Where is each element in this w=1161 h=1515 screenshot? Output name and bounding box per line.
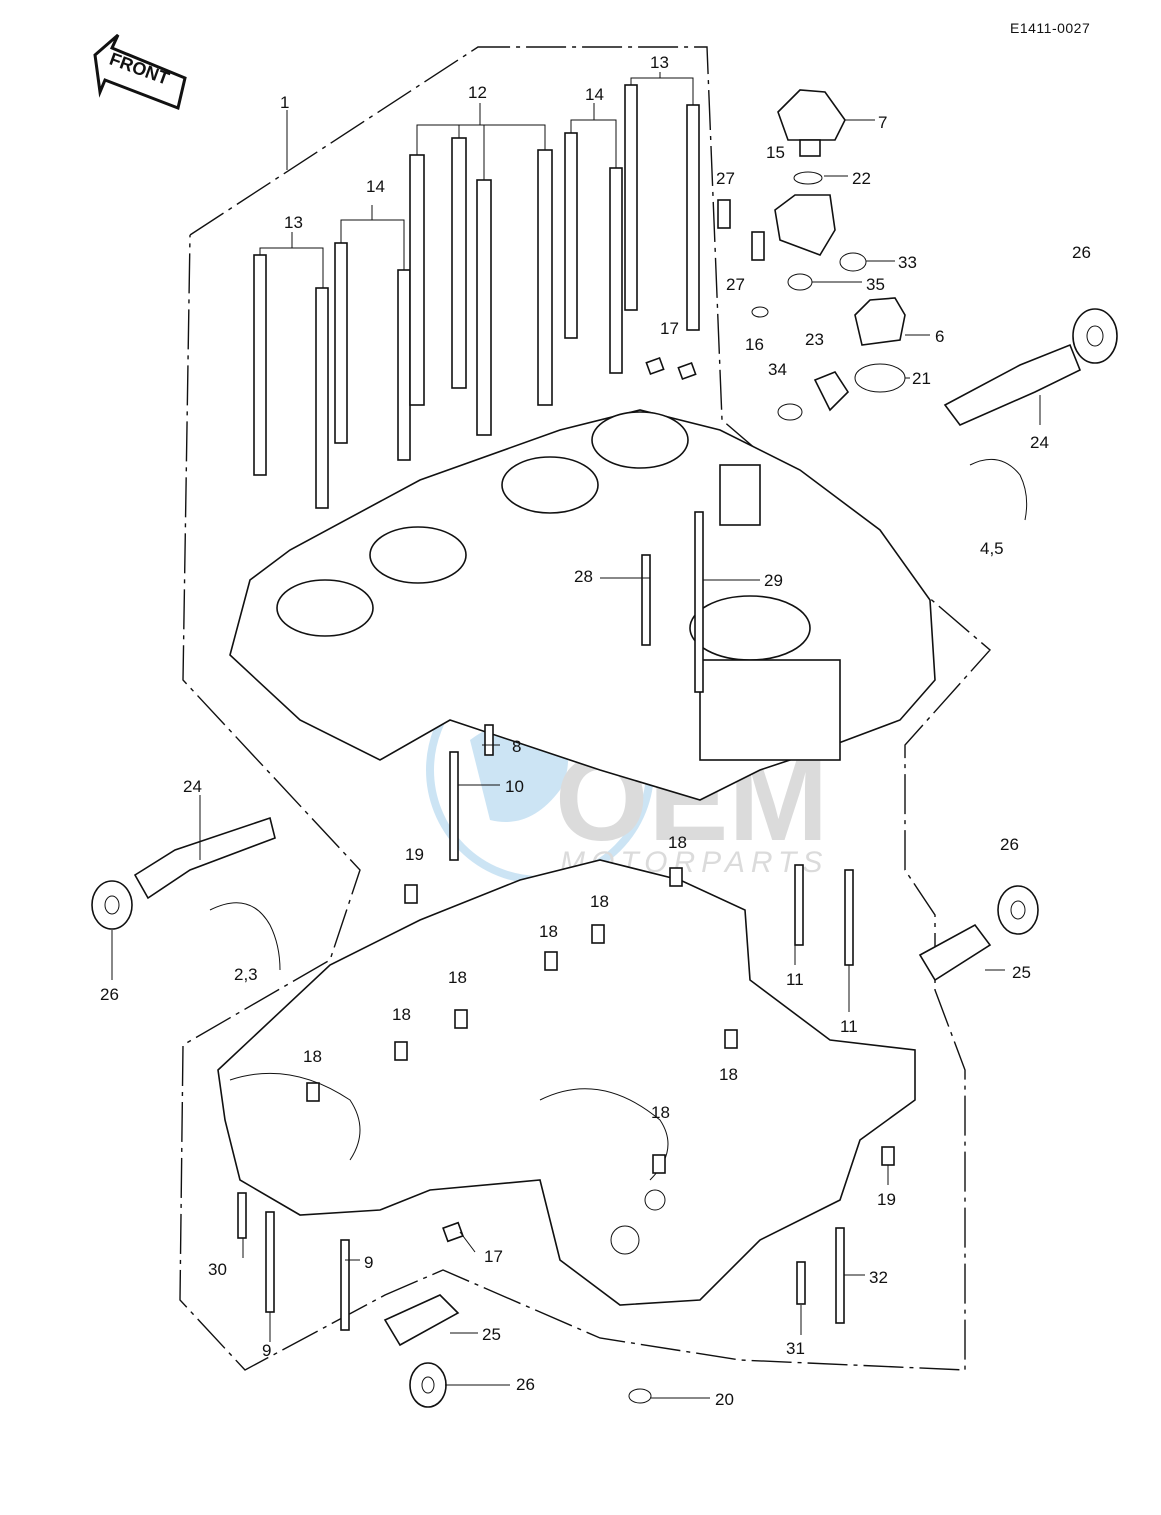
part-label-l24a: 24 <box>1030 433 1049 452</box>
part-label-l32: 32 <box>869 1268 888 1287</box>
part-label-l25b: 25 <box>482 1325 501 1344</box>
lower-crankcase <box>217 859 916 1306</box>
part-label-l26d: 26 <box>516 1375 535 1394</box>
part-label-l23b: 2,3 <box>234 965 258 984</box>
part-label-l34: 34 <box>768 360 787 379</box>
diagram-code: E1411-0027 <box>1010 20 1091 36</box>
part-label-l18b: 18 <box>590 892 609 911</box>
part-label-l1: 1 <box>280 93 289 112</box>
part-label-l18f: 18 <box>303 1047 322 1066</box>
dowel-pins <box>306 356 895 1243</box>
studs-group <box>253 72 700 509</box>
part-label-l31: 31 <box>786 1339 805 1358</box>
part-label-l25a: 25 <box>1012 963 1031 982</box>
part-label-l27b: 27 <box>726 275 745 294</box>
part-label-l45: 4,5 <box>980 539 1004 558</box>
part-label-l18c: 18 <box>539 922 558 941</box>
part-label-l15: 15 <box>766 143 785 162</box>
part-label-l26a: 26 <box>1072 243 1091 262</box>
upper-crankcase <box>229 409 936 801</box>
part-label-l18h: 18 <box>651 1103 670 1122</box>
part-label-l26c: 26 <box>1000 835 1019 854</box>
part-label-l21: 21 <box>912 369 931 388</box>
part-label-l17a: 17 <box>660 319 679 338</box>
shafts-and-seals <box>91 308 1118 1408</box>
leader-lines <box>111 110 1041 1399</box>
part-label-l19b: 19 <box>877 1190 896 1209</box>
part-label-l22: 22 <box>852 169 871 188</box>
part-label-l18a: 18 <box>668 833 687 852</box>
part-label-l8: 8 <box>512 737 521 756</box>
part-label-l7: 7 <box>878 113 887 132</box>
part-label-l9a: 9 <box>364 1253 373 1272</box>
part-label-l33: 33 <box>898 253 917 272</box>
part-label-l30: 30 <box>208 1260 227 1279</box>
part-label-l27a: 27 <box>716 169 735 188</box>
part-label-l13a: 13 <box>650 53 669 72</box>
part-label-l24b: 24 <box>183 777 202 796</box>
part-label-l13b: 13 <box>284 213 303 232</box>
part-label-l35: 35 <box>866 275 885 294</box>
part-label-l6: 6 <box>935 327 944 346</box>
part-label-l23: 23 <box>805 330 824 349</box>
part-labels: 1 13 12 14 14 13 7 15 22 27 27 33 35 26 6 17 16 23 34 21 24 4… <box>100 53 1091 1409</box>
part-label-l14b: 14 <box>366 177 385 196</box>
part-label-l9b: 9 <box>262 1341 271 1360</box>
part-label-l11a: 11 <box>786 970 804 989</box>
part-label-l29: 29 <box>764 571 783 590</box>
part-label-l19a: 19 <box>405 845 424 864</box>
part-label-l18e: 18 <box>392 1005 411 1024</box>
part-label-l17b: 17 <box>484 1247 503 1266</box>
front-arrow-icon: FRONT <box>93 33 187 111</box>
part-label-l20: 20 <box>715 1390 734 1409</box>
part-label-l10: 10 <box>505 777 524 796</box>
part-label-l28: 28 <box>574 567 593 586</box>
bolts <box>237 199 854 1331</box>
part-label-l18d: 18 <box>448 968 467 987</box>
part-label-l11b: 11 <box>840 1017 858 1036</box>
part-label-l16: 16 <box>745 335 764 354</box>
part-label-l18g: 18 <box>719 1065 738 1084</box>
part-label-l12: 12 <box>468 83 487 102</box>
part-label-l26b: 26 <box>100 985 119 1004</box>
part-label-l14a: 14 <box>585 85 604 104</box>
